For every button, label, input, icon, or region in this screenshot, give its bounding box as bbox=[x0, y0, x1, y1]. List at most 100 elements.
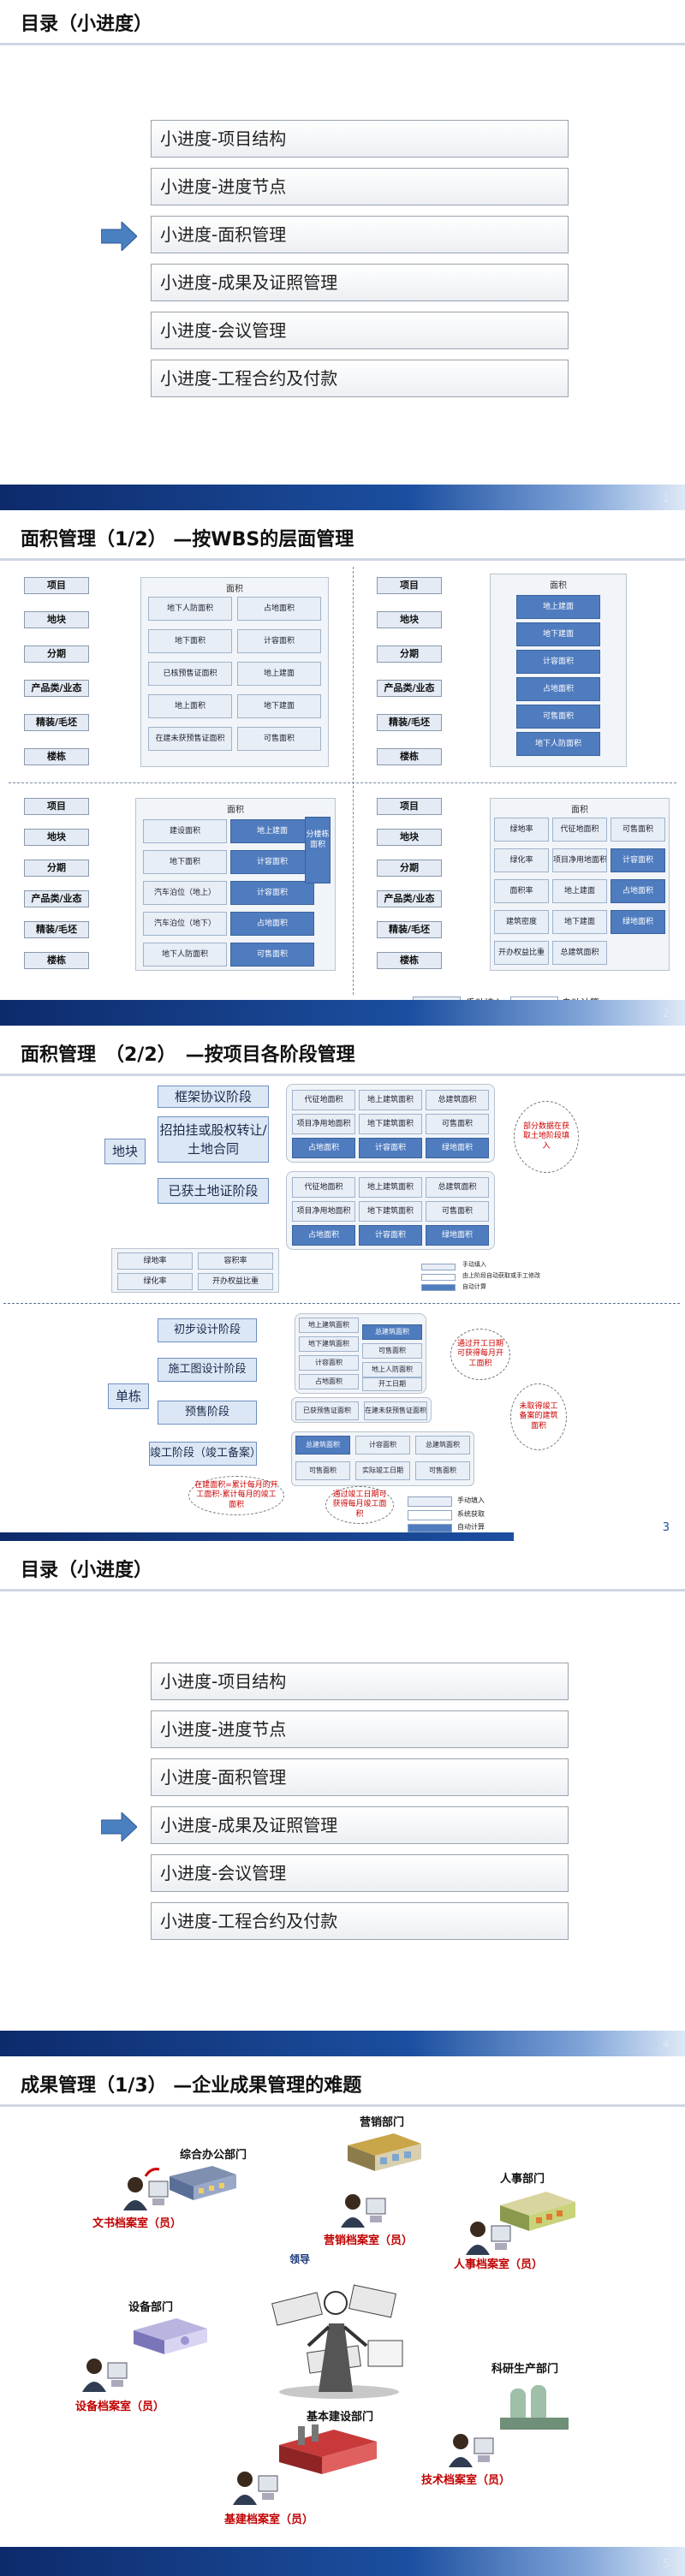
hr-building-icon bbox=[500, 2192, 575, 2231]
archivist-icon bbox=[466, 2222, 511, 2255]
hier-node-finish: 精装/毛坯 bbox=[377, 714, 442, 731]
title-divider bbox=[0, 1589, 685, 1591]
archivist-icon bbox=[233, 2472, 278, 2505]
area-cell: 计容面积 bbox=[516, 650, 600, 674]
note-bubble: 部分数据在获取土地阶段填入 bbox=[514, 1101, 579, 1173]
toc-item[interactable]: 小进度-工程合约及付款 bbox=[151, 360, 569, 397]
footer-bar bbox=[0, 2547, 685, 2576]
page-number: 5 bbox=[662, 2558, 670, 2571]
dept-label: 营销部门 bbox=[360, 2116, 405, 2129]
toc-item[interactable]: 小进度-会议管理 bbox=[151, 312, 569, 349]
area-cell: 占地面积 bbox=[230, 912, 314, 936]
area-cell: 计容面积 bbox=[611, 848, 665, 872]
area-cell: 绿地面积 bbox=[426, 1225, 489, 1246]
area-cell: 已核预售证面积 bbox=[148, 662, 232, 686]
archive-label: 技术档案室（员） bbox=[421, 2474, 511, 2487]
hier-node-plot: 地块 bbox=[377, 611, 442, 628]
area-cell: 地下人防面积 bbox=[148, 597, 232, 621]
archive-label: 文书档案室（员） bbox=[92, 2217, 182, 2230]
hier-node-project: 项目 bbox=[24, 798, 89, 815]
note-bubble: 通过竣工日期可获得每月竣工面积 bbox=[325, 1486, 394, 1524]
area-cell: 计容面积 bbox=[230, 881, 314, 905]
area-cell: 绿化率 bbox=[117, 1273, 193, 1290]
legend-swatch bbox=[408, 1496, 452, 1507]
slide-title: 目录（小进度） bbox=[21, 1560, 153, 1581]
toc-item[interactable]: 小进度-项目结构 bbox=[151, 1663, 569, 1700]
note-bubble: 未取得竣工备案的建筑面积 bbox=[510, 1383, 567, 1450]
slide-toc-2: 目录（小进度） 小进度-项目结构 小进度-进度节点 小进度-面积管理 小进度-成… bbox=[0, 1546, 685, 2056]
title-divider bbox=[0, 1074, 685, 1076]
stage-node: 初步设计阶段 bbox=[158, 1318, 257, 1342]
slide-deliverables: 成果管理（1/3） —企业成果管理的难题 综合办公部门 文书档案室（员） 营销部… bbox=[0, 2061, 685, 2576]
title-divider bbox=[0, 558, 685, 561]
area-cell: 占地面积 bbox=[292, 1225, 355, 1246]
rnd-facility-icon bbox=[500, 2385, 569, 2430]
area-grid-c: 地上建筑面积 总建筑面积 地下建筑面积 可售面积 计容面积 地上人防面积 占地面… bbox=[295, 1313, 426, 1394]
toc-item[interactable]: 小进度-成果及证照管理 bbox=[151, 264, 569, 301]
legend-label: 手动填入 bbox=[457, 1496, 485, 1504]
area-cell: 可售面积 bbox=[237, 727, 321, 751]
toc-item-active[interactable]: 小进度-面积管理 bbox=[151, 216, 569, 253]
area-cell: 可售面积 bbox=[516, 705, 600, 729]
hier-node-phase: 分期 bbox=[24, 860, 89, 877]
archivist-icon bbox=[449, 2434, 494, 2467]
marketing-building-icon bbox=[348, 2133, 421, 2171]
slide-title: 面积管理 （2/2） —按项目各阶段管理 bbox=[21, 1044, 355, 1066]
hier-node-phase: 分期 bbox=[377, 645, 442, 663]
archive-label: 设备档案室（员） bbox=[75, 2400, 165, 2413]
area-cell: 绿地率 bbox=[494, 818, 549, 842]
hier-node-building: 楼栋 bbox=[377, 952, 442, 969]
factory-icon bbox=[279, 2424, 377, 2474]
hier-node-phase: 分期 bbox=[24, 645, 89, 663]
page-number: 3 bbox=[662, 1521, 670, 1534]
area-cell: 可售面积 bbox=[426, 1201, 489, 1222]
hier-node-plot: 地块 bbox=[377, 829, 442, 846]
hier-node-product: 产品类/业态 bbox=[377, 890, 442, 907]
panel-caption: 面积 bbox=[571, 806, 588, 815]
area-cell: 地下人防面积 bbox=[516, 732, 600, 756]
area-cell: 可售面积 bbox=[611, 818, 665, 842]
area-cell: 占地面积 bbox=[516, 677, 600, 701]
hier-node-building: 楼栋 bbox=[24, 748, 89, 765]
area-cell: 总建筑面积 bbox=[362, 1324, 422, 1340]
panel-caption: 面积 bbox=[227, 806, 244, 815]
area-cell: 占地面积 bbox=[611, 879, 665, 903]
legend-swatch bbox=[421, 1274, 456, 1281]
leader-label: 领导 bbox=[289, 2253, 311, 2265]
ratio-panel: 绿地率 容积率 绿化率 开办权益比重 bbox=[111, 1248, 279, 1293]
hier-node-building: 楼栋 bbox=[24, 952, 89, 969]
toc-item[interactable]: 小进度-进度节点 bbox=[151, 168, 569, 205]
slide-area-wbs: 面积管理（1/2） —按WBS的层面管理 项目 地块 分期 产品类/业态 精装/… bbox=[0, 515, 685, 1026]
toc-item[interactable]: 小进度-项目结构 bbox=[151, 120, 569, 158]
area-cell: 地下建面 bbox=[516, 622, 600, 646]
area-side-cell: 分楼栋面积 bbox=[305, 817, 331, 883]
hier-node-product: 产品类/业态 bbox=[24, 890, 89, 907]
page-number: 2 bbox=[662, 1008, 670, 1020]
hier-node-finish: 精装/毛坯 bbox=[377, 921, 442, 938]
quadrant-divider bbox=[9, 782, 676, 783]
area-cell: 计容面积 bbox=[359, 1225, 422, 1246]
area-cell: 地下建面 bbox=[552, 910, 607, 934]
area-cell: 总建筑面积 bbox=[295, 1436, 350, 1455]
toc-item-active[interactable]: 小进度-成果及证照管理 bbox=[151, 1806, 569, 1844]
area-cell: 代征地面积 bbox=[292, 1090, 355, 1110]
area-cell: 地上建筑面积 bbox=[299, 1318, 359, 1333]
section-divider bbox=[3, 1303, 680, 1304]
area-cell: 地下建筑面积 bbox=[359, 1201, 422, 1222]
dept-label: 设备部门 bbox=[128, 2301, 174, 2314]
hier-node-finish: 精装/毛坯 bbox=[24, 714, 89, 731]
area-cell: 汽车泊位（地下） bbox=[143, 912, 227, 936]
toc-item[interactable]: 小进度-面积管理 bbox=[151, 1758, 569, 1796]
overloaded-leader-icon bbox=[271, 2284, 403, 2399]
area-cell: 地上建筑面积 bbox=[359, 1090, 422, 1110]
toc-item[interactable]: 小进度-会议管理 bbox=[151, 1854, 569, 1892]
area-cell: 总建筑面积 bbox=[415, 1436, 470, 1455]
legend-label: 手动填入 bbox=[462, 1261, 486, 1268]
footer-bar bbox=[0, 2031, 685, 2056]
toc-item[interactable]: 小进度-进度节点 bbox=[151, 1710, 569, 1748]
area-cell: 占地面积 bbox=[292, 1138, 355, 1158]
title-divider bbox=[0, 43, 685, 45]
area-cell: 开办权益比重 bbox=[198, 1273, 273, 1290]
toc-item[interactable]: 小进度-工程合约及付款 bbox=[151, 1902, 569, 1940]
arrow-right-icon bbox=[100, 220, 138, 253]
